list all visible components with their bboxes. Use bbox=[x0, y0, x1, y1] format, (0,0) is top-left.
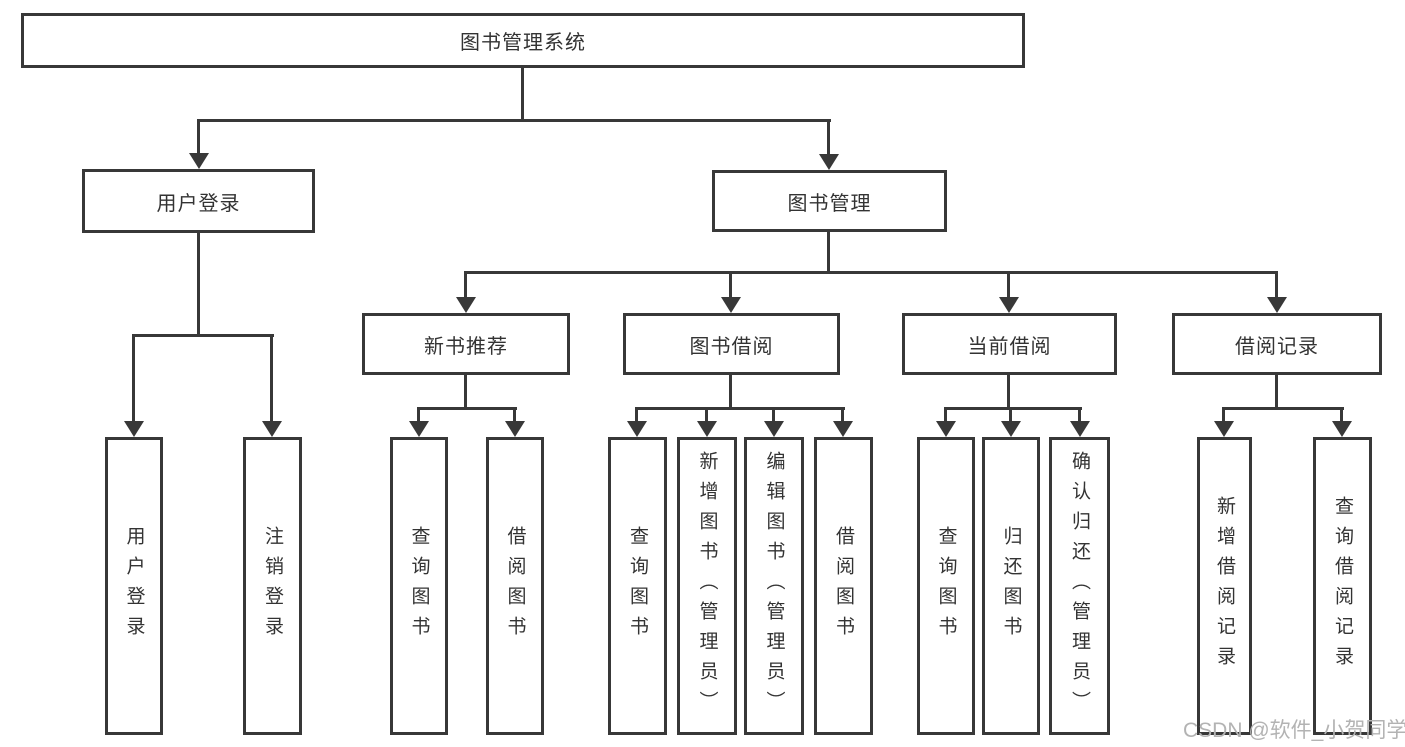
connector bbox=[729, 271, 732, 299]
connector bbox=[197, 119, 831, 122]
connector bbox=[841, 407, 844, 424]
leaf-query-books-3: 查询图书 bbox=[917, 437, 975, 735]
leaf-logout: 注销登录 bbox=[243, 437, 302, 735]
node-book-borrow: 图书借阅 bbox=[623, 313, 840, 375]
leaf-query-books-1: 查询图书 bbox=[390, 437, 448, 735]
connector bbox=[521, 68, 524, 120]
connector bbox=[513, 407, 516, 424]
connector bbox=[1275, 375, 1278, 410]
leaf-borrow-books-2: 借阅图书 bbox=[814, 437, 873, 735]
connector bbox=[270, 334, 273, 424]
connector bbox=[464, 271, 1278, 274]
connector bbox=[1275, 271, 1278, 299]
leaf-edit-books-admin: 编辑图书（管理员） bbox=[744, 437, 804, 735]
connector bbox=[729, 375, 732, 410]
arrow-down bbox=[764, 421, 784, 437]
connector bbox=[417, 407, 420, 424]
arrow-down bbox=[999, 297, 1019, 313]
connector bbox=[1007, 375, 1010, 410]
arrow-down bbox=[627, 421, 647, 437]
connector bbox=[635, 407, 638, 424]
connector bbox=[464, 271, 467, 299]
arrow-down bbox=[1214, 421, 1234, 437]
connector bbox=[772, 407, 775, 424]
node-user-login: 用户登录 bbox=[82, 169, 315, 233]
node-book-management: 图书管理 bbox=[712, 170, 947, 232]
arrow-down bbox=[1332, 421, 1352, 437]
connector bbox=[1007, 271, 1010, 299]
connector bbox=[1009, 407, 1012, 424]
connector bbox=[417, 407, 517, 410]
arrow-down bbox=[1070, 421, 1090, 437]
connector bbox=[132, 334, 135, 424]
connector bbox=[1222, 407, 1225, 424]
arrow-down bbox=[1267, 297, 1287, 313]
node-new-book-recommend: 新书推荐 bbox=[362, 313, 570, 375]
arrow-down bbox=[721, 297, 741, 313]
arrow-down bbox=[819, 154, 839, 170]
arrow-down bbox=[833, 421, 853, 437]
connector bbox=[1340, 407, 1343, 424]
connector bbox=[1222, 407, 1344, 410]
arrow-down bbox=[505, 421, 525, 437]
node-current-borrow: 当前借阅 bbox=[902, 313, 1117, 375]
connector bbox=[827, 119, 830, 156]
leaf-user-login: 用户登录 bbox=[105, 437, 163, 735]
node-root: 图书管理系统 bbox=[21, 13, 1025, 68]
connector bbox=[197, 119, 200, 156]
arrow-down bbox=[936, 421, 956, 437]
arrow-down bbox=[189, 153, 209, 169]
connector bbox=[1078, 407, 1081, 424]
connector bbox=[197, 233, 200, 337]
arrow-down bbox=[1001, 421, 1021, 437]
connector bbox=[944, 407, 947, 424]
arrow-down bbox=[124, 421, 144, 437]
connector bbox=[464, 375, 467, 410]
connector bbox=[827, 232, 830, 274]
leaf-add-books-admin: 新增图书（管理员） bbox=[677, 437, 737, 735]
connector bbox=[705, 407, 708, 424]
leaf-confirm-return-admin: 确认归还（管理员） bbox=[1049, 437, 1110, 735]
leaf-borrow-books-1: 借阅图书 bbox=[486, 437, 544, 735]
leaf-return-books: 归还图书 bbox=[982, 437, 1040, 735]
arrow-down bbox=[697, 421, 717, 437]
leaf-add-borrow-record: 新增借阅记录 bbox=[1197, 437, 1252, 735]
node-borrow-records: 借阅记录 bbox=[1172, 313, 1382, 375]
arrow-down bbox=[456, 297, 476, 313]
leaf-query-borrow-record: 查询借阅记录 bbox=[1313, 437, 1372, 735]
connector bbox=[635, 407, 845, 410]
arrow-down bbox=[409, 421, 429, 437]
arrow-down bbox=[262, 421, 282, 437]
connector bbox=[132, 334, 274, 337]
connector bbox=[944, 407, 1082, 410]
csdn-watermark: CSDN @软件_小贺同学 bbox=[1183, 719, 1405, 742]
leaf-query-books-2: 查询图书 bbox=[608, 437, 667, 735]
